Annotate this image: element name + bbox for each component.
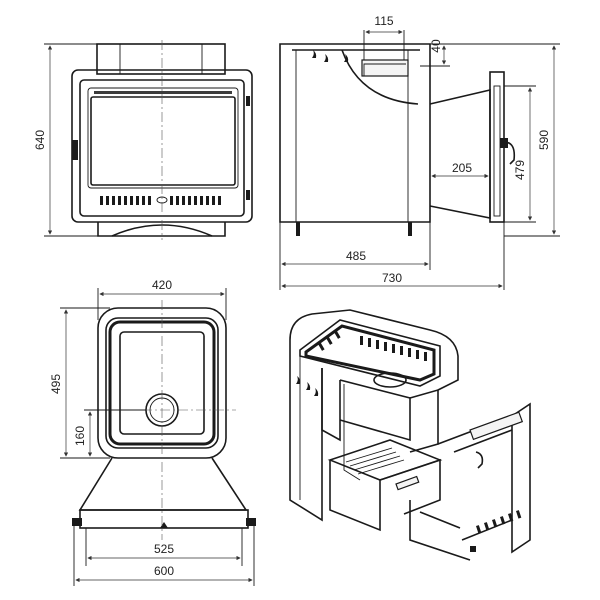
front-view: 640	[33, 40, 253, 240]
iso-floor-grate	[345, 447, 405, 475]
dim-side-total-depth: 730	[382, 271, 402, 285]
side-view: 115 40 590 479 205 485 730	[279, 14, 560, 290]
top-view: 420 495 160 525 600	[49, 278, 256, 586]
dim-side-tunnel-depth: 205	[452, 161, 472, 175]
iso-flame-marks	[296, 376, 319, 396]
dim-side-top-depth: 115	[374, 14, 393, 28]
dim-side-height: 590	[537, 130, 551, 150]
dim-top-inner-depth: 495	[49, 374, 63, 394]
dim-front-height: 640	[33, 130, 47, 150]
isometric-cutaway-view	[289, 309, 531, 561]
front-vent-slots	[100, 196, 221, 205]
dim-top-inner-width: 420	[152, 278, 172, 292]
iso-grate-slots	[318, 330, 427, 361]
dim-top-base-width: 525	[154, 542, 174, 556]
dim-side-body-depth: 485	[346, 249, 366, 263]
iso-tunnel-slots	[476, 510, 522, 534]
dim-top-flue-offset: 160	[73, 426, 87, 446]
side-flame-marks	[312, 50, 349, 62]
dim-side-tunnel-height: 479	[513, 160, 527, 180]
dim-side-top-offset: 40	[429, 39, 443, 53]
front-slots-top	[94, 91, 232, 94]
dim-top-total-width: 600	[154, 564, 174, 578]
